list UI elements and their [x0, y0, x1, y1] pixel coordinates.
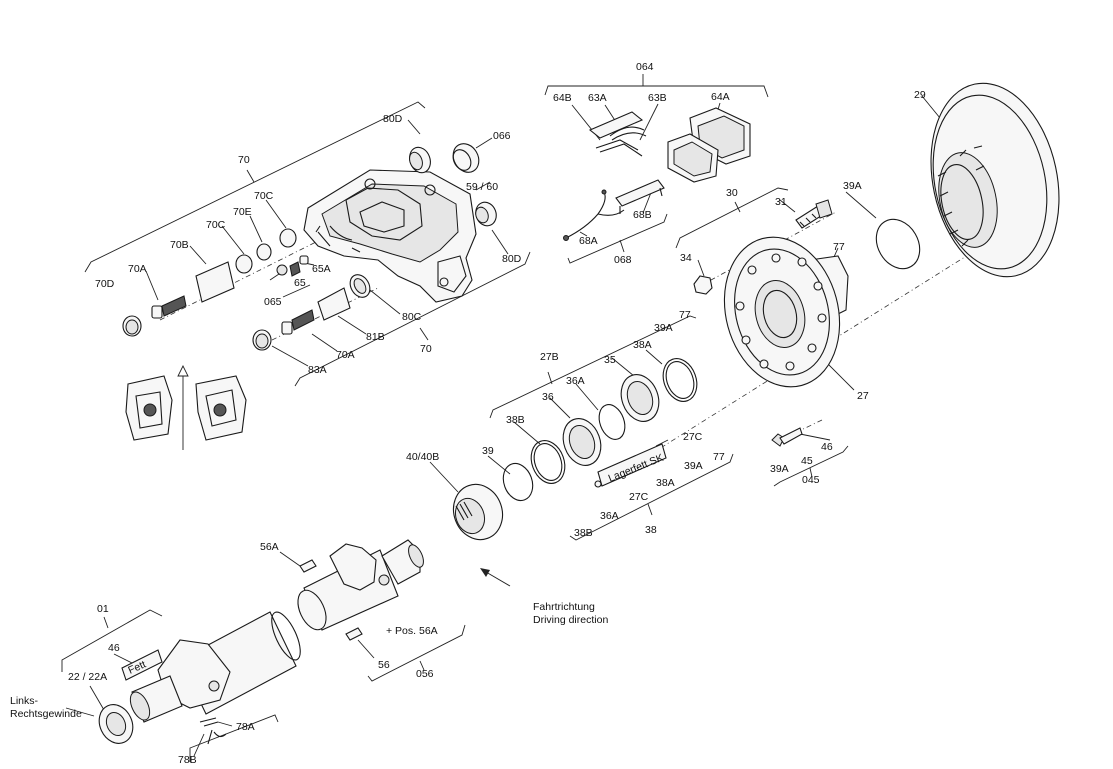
label-56A: 56A [260, 541, 279, 553]
wheel-hub [723, 236, 849, 388]
label-01: 01 [97, 603, 109, 615]
label-56: 56 [378, 659, 390, 671]
label-80D-top: 80D [383, 113, 403, 125]
pos-56A-note: + Pos. 56A [386, 625, 438, 637]
brake-disc [930, 82, 1060, 278]
label-81B: 81B [366, 331, 385, 343]
label-64A: 64A [711, 91, 730, 103]
label-38A-bot: 38A [656, 477, 675, 489]
driving-direction-en: Driving direction [533, 614, 608, 626]
driving-direction-de: Fahrtrichtung [533, 601, 595, 613]
label-36A-mid: 36A [566, 375, 585, 387]
callout-labels: 064 64B 63A 63B 64A 29 80D 066 70 59 / 6… [10, 61, 926, 766]
label-77-bot: 77 [713, 451, 725, 463]
label-83A: 83A [308, 364, 327, 376]
label-80D-right: 80D [502, 253, 522, 265]
thread-note-line-1: Links- [10, 695, 39, 707]
label-30: 30 [726, 187, 738, 199]
label-80C: 80C [402, 311, 422, 323]
mounting-orientation-schematic [125, 364, 247, 450]
label-38: 38 [645, 524, 657, 536]
split-pin-78 [199, 717, 227, 745]
label-27: 27 [857, 390, 869, 402]
label-70E: 70E [233, 206, 252, 218]
brake-pad-set [588, 107, 751, 183]
label-77-hub: 77 [833, 241, 845, 253]
label-39A-right: 39A [770, 463, 789, 475]
label-70-bot: 70 [420, 343, 432, 355]
label-35: 35 [604, 354, 616, 366]
label-39: 39 [482, 445, 494, 457]
label-27B: 27B [540, 351, 559, 363]
axle-stub-056 [297, 539, 424, 641]
label-70C-a: 70C [254, 190, 274, 202]
label-39A-mid: 39A [654, 322, 673, 334]
label-045: 045 [802, 474, 820, 486]
label-22-22A: 22 / 22A [68, 671, 107, 683]
axle-nut-22 [98, 704, 134, 744]
label-70D: 70D [95, 278, 115, 290]
thread-note-line-2: Rechtsgewinde [10, 708, 82, 720]
label-38A-mid: 38A [633, 339, 652, 351]
label-27C-bot: 27C [629, 491, 649, 503]
label-59-60: 59 / 60 [466, 181, 498, 193]
label-40-40B: 40/40B [406, 451, 439, 463]
label-78B: 78B [178, 754, 197, 766]
seal-ring-39A [875, 218, 921, 270]
label-46-left: 46 [108, 642, 120, 654]
label-066: 066 [493, 130, 511, 142]
label-65A: 65A [312, 263, 331, 275]
label-39A-top: 39A [843, 180, 862, 192]
bearing-rings [502, 358, 698, 502]
label-46-right: 46 [821, 441, 833, 453]
label-36A-bot: 36A [600, 510, 619, 522]
label-68A: 68A [579, 235, 598, 247]
label-27C-top: 27C [683, 431, 703, 443]
label-39A-bot: 39A [684, 460, 703, 472]
label-68B: 68B [633, 209, 652, 221]
axle-beam-01 [129, 611, 301, 723]
hub-cap [452, 483, 504, 541]
driving-direction-arrow [480, 568, 511, 587]
label-77-mid: 77 [679, 309, 691, 321]
label-78A: 78A [236, 721, 255, 733]
fett-note-box: Fett [121, 649, 163, 681]
label-64B: 64B [553, 92, 572, 104]
label-31: 31 [775, 196, 787, 208]
label-63A: 63A [588, 92, 607, 104]
label-068: 068 [614, 254, 632, 266]
nut-34 [693, 275, 713, 295]
label-70B: 70B [170, 239, 189, 251]
brake-caliper [303, 169, 477, 303]
label-29: 29 [914, 89, 926, 101]
wheel-bolt-31 [795, 199, 833, 229]
label-38B-bot: 38B [574, 527, 593, 539]
label-34: 34 [680, 252, 692, 264]
label-45: 45 [801, 455, 813, 467]
label-064: 064 [636, 61, 654, 73]
screw-45 [771, 427, 803, 447]
label-056: 056 [416, 668, 434, 680]
label-065: 065 [264, 296, 282, 308]
wear-sensor [563, 179, 665, 241]
label-65: 65 [294, 277, 306, 289]
label-70C-b: 70C [206, 219, 226, 231]
label-63B: 63B [648, 92, 667, 104]
caliper-seals [409, 143, 497, 227]
label-38B-mid: 38B [506, 414, 525, 426]
label-36: 36 [542, 391, 554, 403]
caliper-pins-and-bushes [122, 228, 371, 351]
label-70A-top: 70A [128, 263, 147, 275]
label-70A-bot: 70A [336, 349, 355, 361]
label-70-top: 70 [238, 154, 250, 166]
